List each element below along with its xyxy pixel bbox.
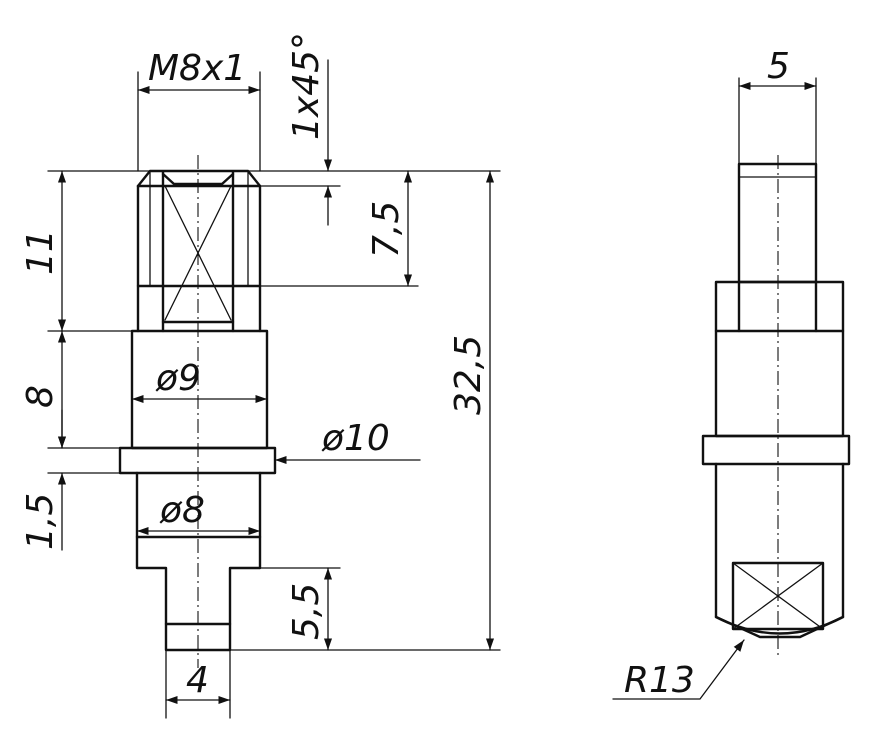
tip-length-label: 5,5 xyxy=(286,583,327,640)
dia-9-label: ø9 xyxy=(155,358,201,399)
total-length-label: 32,5 xyxy=(448,335,489,415)
chamfer-label: 1x45° xyxy=(286,32,327,140)
body-dia-8 xyxy=(135,471,262,652)
threaded-head xyxy=(136,169,262,333)
radius-label: R13 xyxy=(624,660,695,701)
front-view: M8x1 1x45° 7,5 11 8 1,5 32,5 ø9 ø10 ø8 5 xyxy=(20,32,501,719)
length-8-label: 8 xyxy=(20,385,61,408)
length-1-5-label: 1,5 xyxy=(20,493,61,550)
length-11-label: 11 xyxy=(20,229,61,275)
side-view: 5 R13 xyxy=(612,46,851,701)
side-width-label: 5 xyxy=(767,46,790,87)
dia-10-label: ø10 xyxy=(321,418,390,459)
tip-width-label: 4 xyxy=(186,660,209,701)
thread-length-label: 7,5 xyxy=(366,201,407,258)
dia-8-label: ø8 xyxy=(159,490,205,531)
thread-label: M8x1 xyxy=(148,48,246,89)
